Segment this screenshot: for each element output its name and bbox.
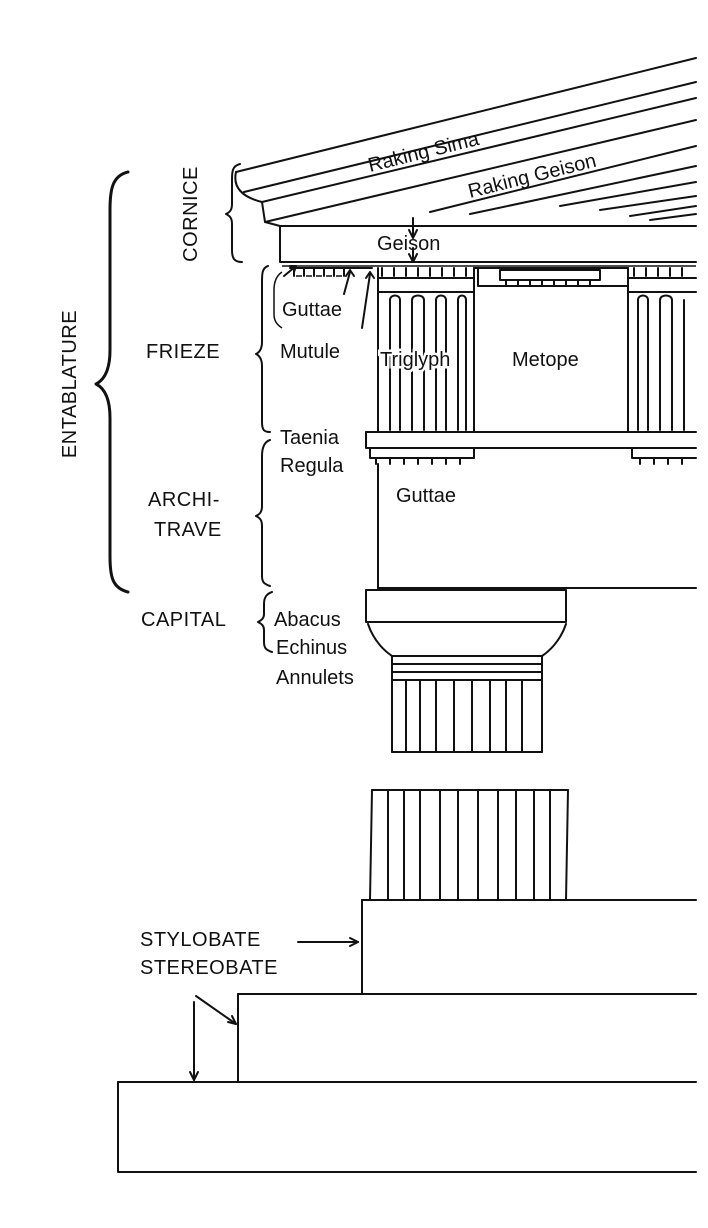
label-triglyph: Triglyph [380,349,450,371]
arrows [189,265,375,1081]
label-frieze: FRIEZE [146,341,220,363]
architrave [377,463,697,589]
raking-cornice [234,57,697,227]
geison-block [279,217,697,267]
column-shaft-upper [391,679,543,753]
label-annulets: Annulets [276,667,354,689]
label-regula: Regula [280,455,344,477]
label-abacus: Abacus [274,609,341,631]
brackets [94,163,283,653]
label-mutule: Mutule [280,341,340,363]
taenia-regula [365,431,697,465]
label-architrave-line2: TRAVE [154,519,222,541]
steps [117,899,697,1173]
label-echinus: Echinus [276,637,347,659]
label-metope: Metope [512,349,579,371]
label-stylobate: STYLOBATE [140,929,261,951]
label-stereobate: STEREOBATE [140,957,278,979]
label-entablature: ENTABLATURE [59,310,81,458]
label-guttae-lower: Guttae [396,485,456,507]
label-guttae-upper: Guttae [282,299,342,321]
label-geison: Geison [377,233,440,255]
label-capital: CAPITAL [141,609,226,631]
capital [365,589,567,681]
label-cornice: CORNICE [180,166,202,262]
column-shaft-lower [369,789,569,901]
frieze [289,267,697,433]
label-raking-geison: Raking Geison [466,150,599,203]
label-taenia: Taenia [280,427,340,449]
label-architrave-line1: ARCHI- [148,489,220,511]
